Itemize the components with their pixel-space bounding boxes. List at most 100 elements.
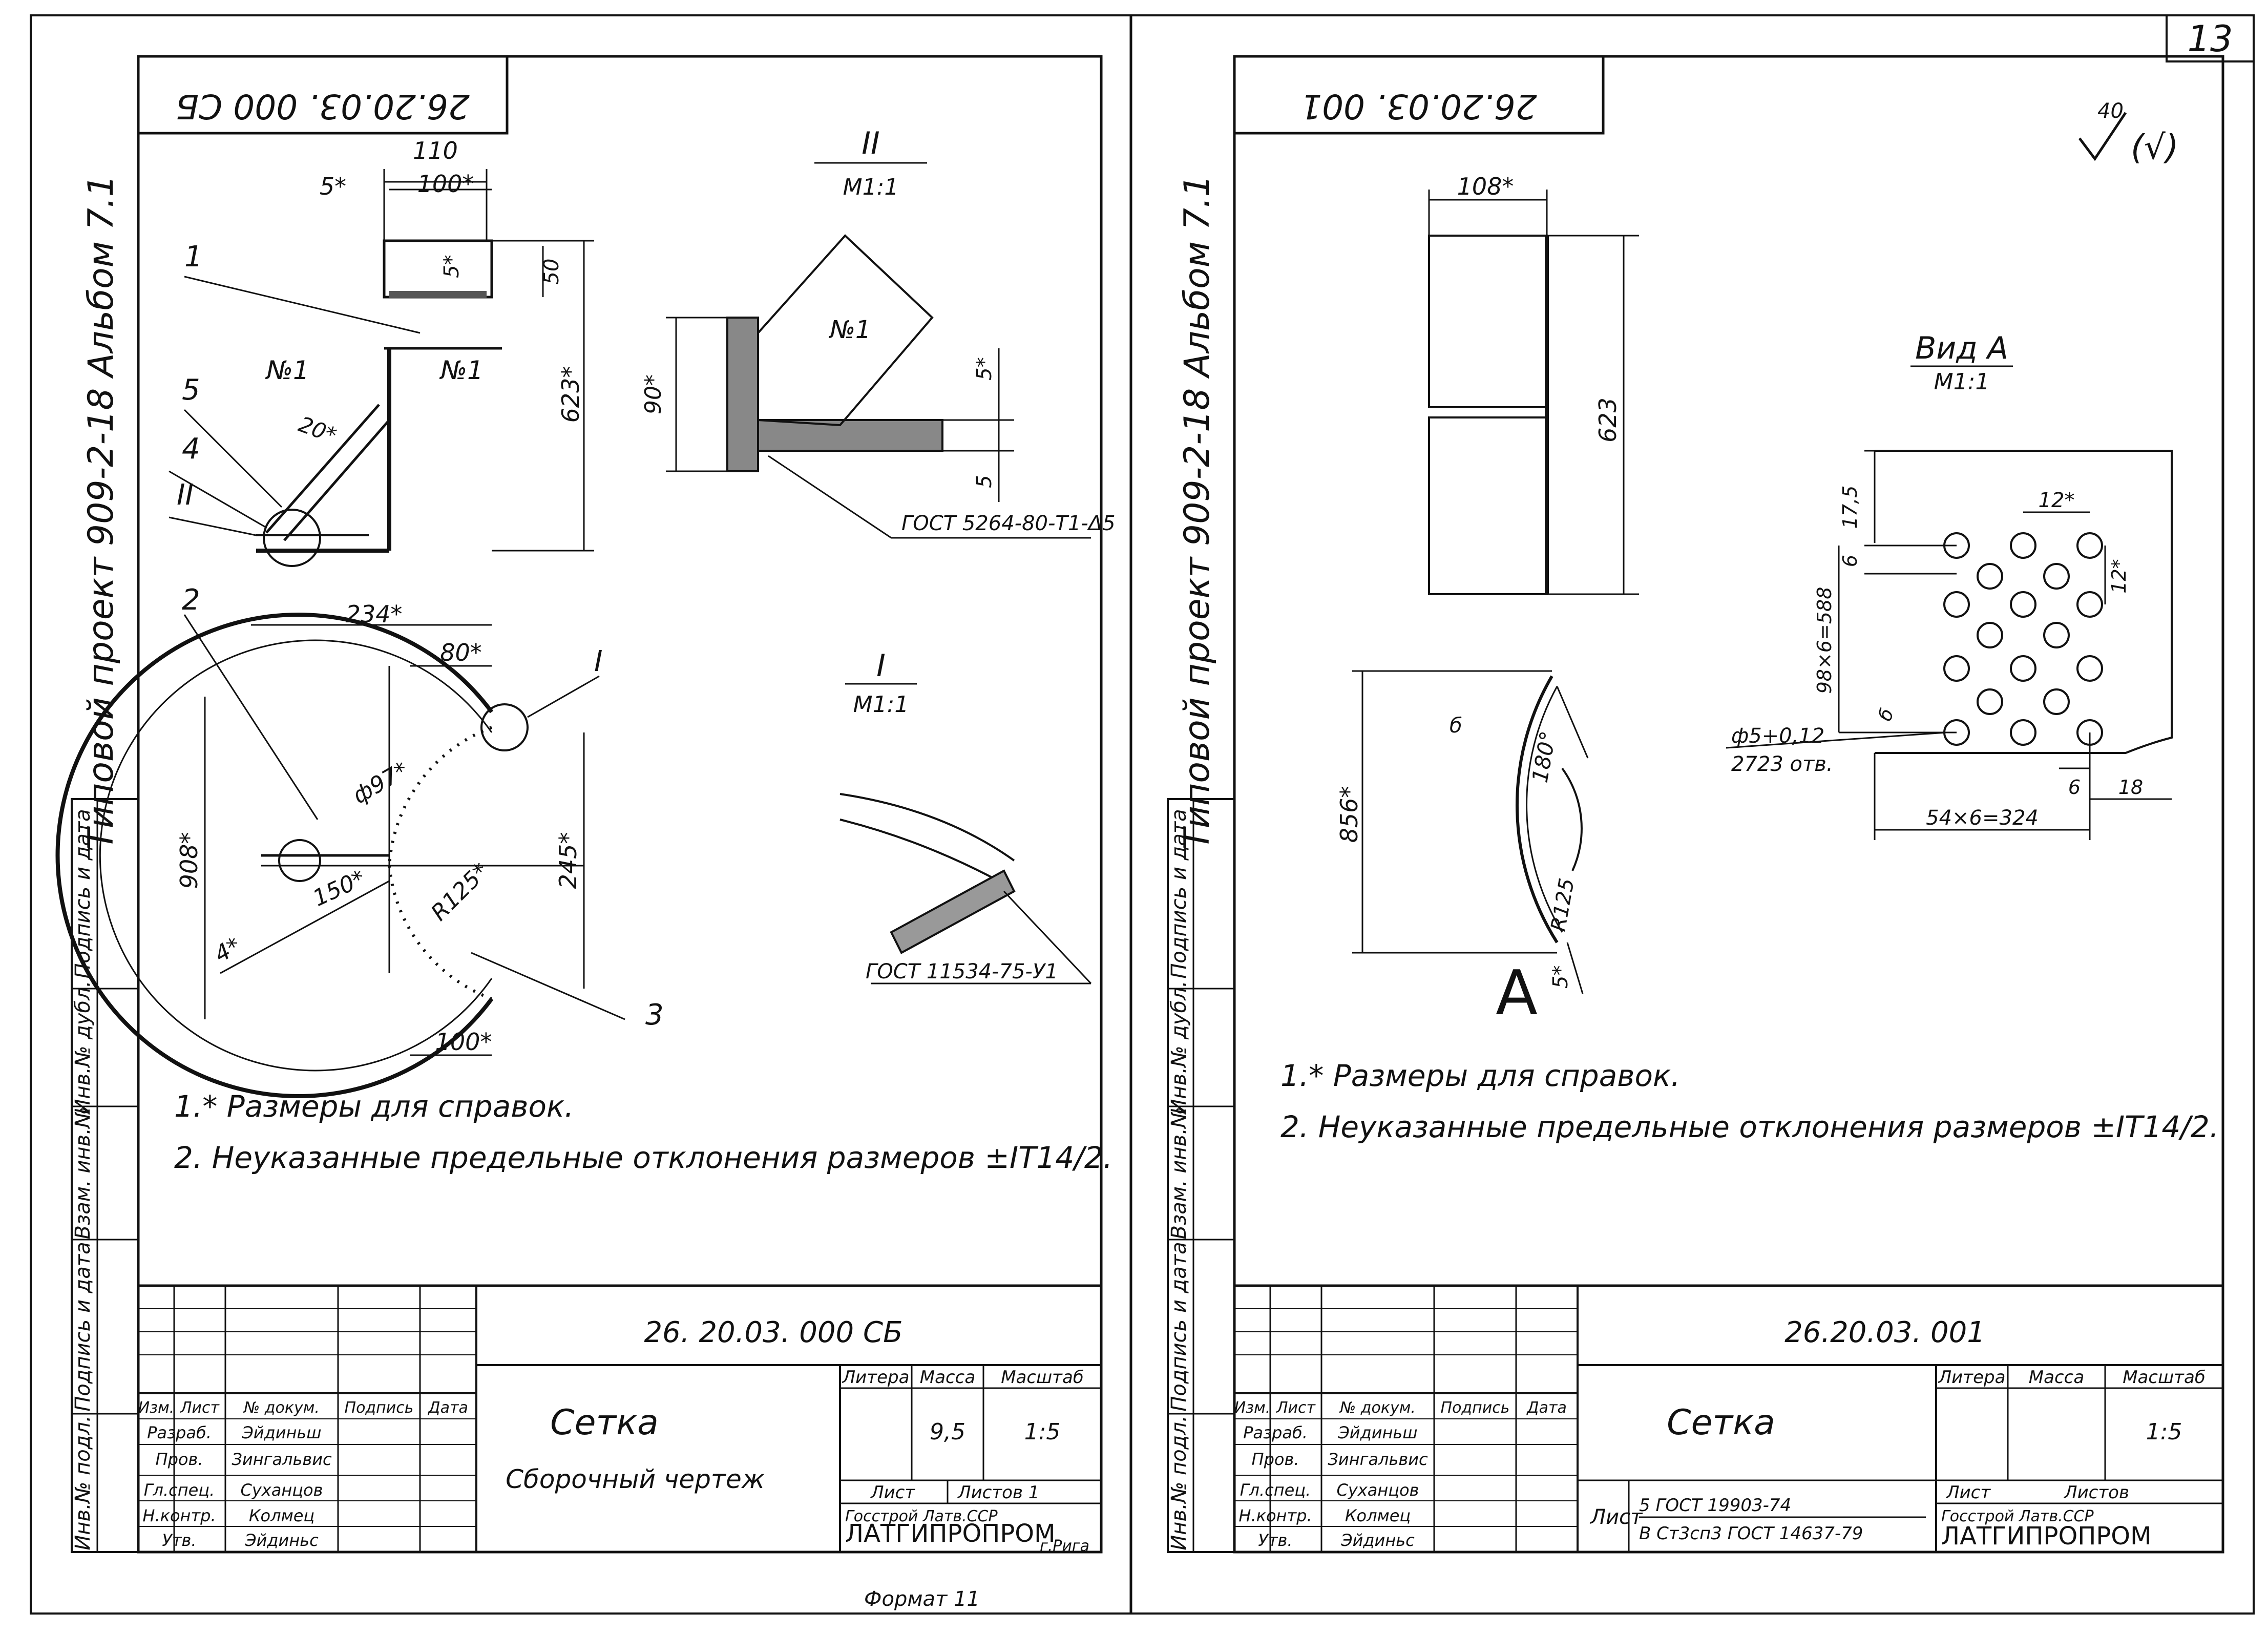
right-side-columns bbox=[1167, 798, 1235, 1553]
left-mass-value: 9,5 bbox=[930, 1419, 965, 1445]
callout-3: 3 bbox=[645, 998, 664, 1032]
mark-b-view: б bbox=[1875, 706, 1898, 724]
left-row-2-role: Пров. bbox=[156, 1450, 203, 1469]
callout-4: 4 bbox=[182, 432, 200, 466]
left-note-2: 2. Неуказанные предельные отклонения раз… bbox=[174, 1140, 1112, 1175]
right-sheet: 26.20.03. 001 Типовой проект 909-2-18 Ал… bbox=[1167, 55, 2224, 1554]
right-hdr-4: Подпись bbox=[1441, 1399, 1510, 1417]
right-row-1-role: Разраб. bbox=[1243, 1423, 1308, 1442]
hole-pattern bbox=[1943, 532, 2103, 746]
right-album-text: Типовой проект 909-2-18 Альбом 7.1 bbox=[1177, 175, 1217, 850]
left-note-1: 1.* Размеры для справок. bbox=[174, 1089, 574, 1124]
callout-5: 5 bbox=[182, 373, 200, 407]
roughness-value: 40 bbox=[2097, 99, 2124, 123]
section-II-gost: ГОСТ 5264-80-Т1-Δ5 bbox=[901, 512, 1116, 535]
left-col-scale: Масштаб bbox=[1001, 1367, 1084, 1388]
left-col-litera: Литера bbox=[842, 1367, 910, 1388]
right-row-4-role: Н.контр. bbox=[1238, 1506, 1312, 1525]
section-II-title: II bbox=[862, 125, 879, 161]
section-II: II М1:1 90* 5* 5 №1 ГОСТ 5264-80-Т1-Δ5 bbox=[640, 125, 1116, 539]
dim-245: 245* bbox=[554, 832, 582, 889]
view-A: Вид А М1:1 bbox=[1726, 330, 2173, 840]
dim-90: 90* bbox=[640, 374, 666, 414]
dim-6-v: 6 bbox=[1839, 555, 1861, 567]
right-row-2-name: Зингальвис bbox=[1328, 1450, 1428, 1469]
left-title-block: 26. 20.03. 000 СБ Сетка Сборочный чертеж… bbox=[137, 1284, 1103, 1555]
left-hdr-1: Изм. bbox=[138, 1399, 175, 1417]
dim-234: 234* bbox=[346, 600, 403, 628]
sheet-outline bbox=[30, 14, 2255, 1615]
callout-1: 1 bbox=[184, 240, 203, 274]
right-row-5-name: Эйдиньс bbox=[1340, 1531, 1415, 1550]
detail-II-circle bbox=[263, 509, 321, 567]
section-I-scale: М1:1 bbox=[853, 692, 909, 718]
left-hdr-3: № докум. bbox=[243, 1399, 320, 1417]
dim-623-right: 623 bbox=[1594, 397, 1622, 443]
right-col-litera: Литера bbox=[1938, 1367, 2006, 1388]
dim-R125-right: R125 bbox=[1547, 876, 1579, 933]
left-title-subtitle: Сборочный чертеж bbox=[506, 1464, 765, 1494]
right-top-view: 108* 623 bbox=[1428, 173, 1639, 595]
right-material-line-1: 5 ГОСТ 19903-74 bbox=[1639, 1495, 1791, 1516]
right-org-line: Госстрой Латв.ССР bbox=[1941, 1507, 2094, 1525]
sheet-number-box bbox=[2166, 14, 2255, 62]
left-row-4-name: Колмец bbox=[249, 1506, 314, 1525]
right-row-4-name: Колмец bbox=[1345, 1506, 1411, 1525]
right-col-mass: Масса bbox=[2029, 1367, 2084, 1388]
right-side-col-1: Подпись и дата bbox=[1167, 809, 1191, 978]
callout-I: I bbox=[594, 645, 603, 678]
view-A-scale: М1:1 bbox=[1934, 369, 1990, 395]
right-hdr-2: Лист bbox=[1276, 1399, 1316, 1417]
dim-100-top: 100* bbox=[417, 170, 474, 198]
dim-80: 80* bbox=[440, 639, 482, 666]
roughness-paren: (√) bbox=[2131, 128, 2179, 167]
right-sheets-label: Листов bbox=[2063, 1482, 2129, 1503]
section-II-scale: М1:1 bbox=[843, 174, 899, 200]
left-side-col-1: Подпись и дата bbox=[71, 809, 95, 978]
left-row-3-role: Гл.спец. bbox=[144, 1480, 215, 1500]
left-hdr-5: Дата bbox=[427, 1399, 468, 1417]
dim-R125: R125* bbox=[426, 858, 494, 926]
right-row-5-role: Утв. bbox=[1258, 1531, 1292, 1550]
dim-20: 20* bbox=[296, 411, 340, 448]
right-rotated-stamp-code: 26.20.03. 001 bbox=[1300, 87, 1537, 126]
left-frame bbox=[137, 55, 1103, 1554]
dim-100-bottom: 100* bbox=[435, 1028, 492, 1056]
format-label: Формат 11 bbox=[864, 1587, 980, 1611]
right-row-1-name: Эйдиньш bbox=[1337, 1423, 1417, 1442]
section-I-gost: ГОСТ 11534-75-У1 bbox=[866, 960, 1058, 983]
right-title-block: 26.20.03. 001 Сетка Изм. Лист № докум. П… bbox=[1233, 1284, 2224, 1554]
left-sheet: 26.20.03. 000 СБ Типовой проект 909-2-18… bbox=[55, 55, 1116, 1611]
right-title-code: 26.20.03. 001 bbox=[1784, 1316, 1985, 1349]
left-side-col-4: Подпись и дата bbox=[71, 1242, 95, 1411]
left-title-name: Сетка bbox=[550, 1402, 659, 1443]
dim-98x6: 98×6=588 bbox=[1813, 587, 1836, 694]
right-col-scale: Масштаб bbox=[2123, 1367, 2206, 1388]
dim-18: 18 bbox=[2118, 776, 2143, 799]
roughness-mark: 40 (√) bbox=[2078, 99, 2179, 167]
left-org-name: ЛАТГИПРОПРОМ bbox=[845, 1519, 1055, 1548]
left-org-city: г.Рига bbox=[1040, 1537, 1089, 1555]
right-hdr-3: № докум. bbox=[1339, 1399, 1416, 1417]
left-sheets-label: Листов 1 bbox=[957, 1482, 1039, 1503]
left-row-1-role: Разраб. bbox=[147, 1423, 212, 1442]
holes-count: 2723 отв. bbox=[1731, 752, 1833, 776]
dim-110: 110 bbox=[413, 137, 458, 164]
left-row-5-role: Утв. bbox=[162, 1531, 196, 1550]
dim-908: 908* bbox=[175, 832, 203, 889]
left-album-text: Типовой проект 909-2-18 Альбом 7.1 bbox=[81, 175, 121, 850]
right-side-col-2: Инв.№ дубл. bbox=[1167, 981, 1191, 1115]
weld-mark-a: №1 bbox=[265, 355, 309, 385]
right-hdr-5: Дата bbox=[1526, 1399, 1567, 1417]
right-side-col-5: Инв.№ подл. bbox=[1167, 1415, 1191, 1550]
left-row-3-name: Суханцов bbox=[241, 1480, 323, 1500]
view-mark-A: A bbox=[1496, 958, 1538, 1029]
left-rotated-stamp-box bbox=[137, 55, 509, 135]
callout-2: 2 bbox=[182, 583, 200, 617]
left-scale-value: 1:5 bbox=[1024, 1419, 1061, 1445]
left-col-mass: Масса bbox=[920, 1367, 975, 1388]
left-sheet-label: Лист bbox=[870, 1482, 915, 1503]
dim-856: 856* bbox=[1335, 786, 1363, 843]
